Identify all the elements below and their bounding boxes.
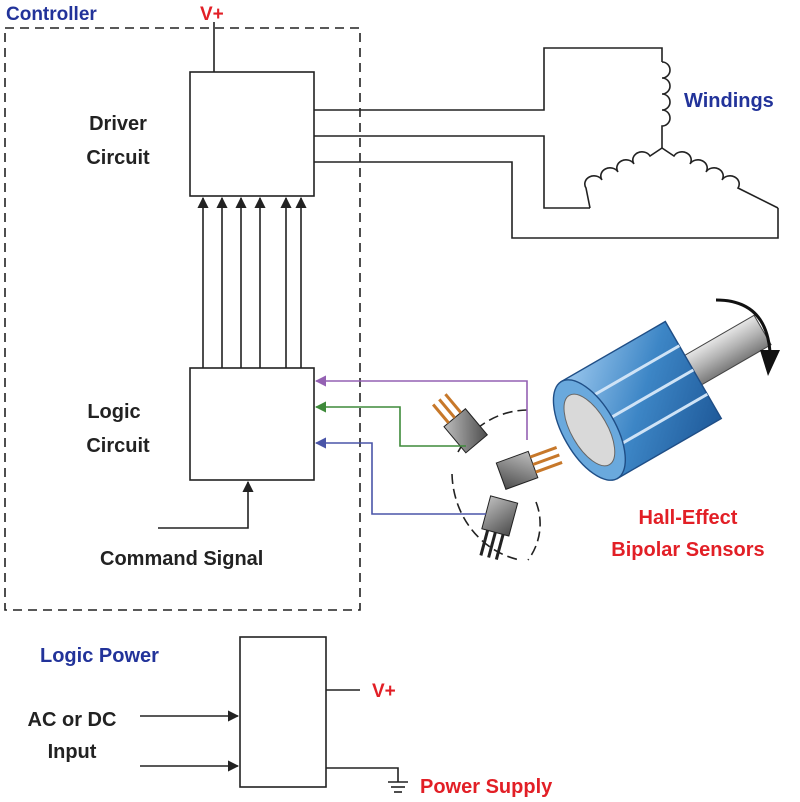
ground-symbol-icon	[388, 781, 408, 793]
windings-coils	[584, 61, 779, 209]
driver-circuit-box	[189, 71, 315, 197]
phase-wire-a	[314, 47, 663, 111]
controller-label: Controller	[6, 4, 97, 25]
logic-to-driver-arrows	[197, 196, 307, 368]
command-signal-label: Command Signal	[100, 548, 263, 570]
logic-circuit-box	[189, 367, 315, 481]
hall-effect-label-line1: Hall-Effect	[639, 507, 738, 529]
phase-wire-b	[314, 135, 590, 209]
rotation-arrow	[715, 298, 772, 353]
logic-circuit-label-line1: Logic	[87, 401, 140, 423]
hall-sensor-bottom	[479, 495, 519, 560]
driver-circuit-label-line1: Driver	[89, 113, 147, 135]
feedback-line-green	[314, 401, 466, 447]
controller-boundary	[4, 27, 361, 611]
winding-coil-right	[661, 147, 779, 209]
logic-circuit-label-line2: Circuit	[86, 435, 150, 457]
feedback-line-blue	[314, 437, 486, 515]
phase-wire-c	[314, 161, 779, 239]
motor-rotor	[552, 298, 780, 481]
ac-dc-input-label-line2: Input	[48, 741, 97, 763]
sensor-ring-arc-lower	[451, 473, 521, 561]
hall-sensor-middle	[495, 446, 563, 490]
power-supply-box	[239, 636, 327, 788]
supply-ground-lead	[326, 767, 399, 782]
logic-power-label: Logic Power	[40, 645, 159, 667]
hall-sensor-top	[432, 393, 488, 454]
rotation-arrow-head	[760, 350, 780, 376]
winding-coil-top	[661, 61, 671, 148]
power-supply-label: Power Supply	[420, 776, 553, 798]
windings-label: Windings	[684, 90, 774, 112]
feedback-line-purple	[314, 375, 528, 440]
driver-circuit-label-line2: Circuit	[86, 147, 150, 169]
hall-effect-label-line2: Bipolar Sensors	[611, 539, 764, 561]
command-signal-arrow	[158, 480, 254, 529]
phase-wires	[314, 47, 779, 239]
sensor-ring-arc-right	[527, 501, 541, 561]
v-plus-supply-label: V+	[372, 681, 396, 702]
winding-coil-left	[584, 147, 663, 209]
v-plus-top-label: V+	[200, 4, 224, 25]
ac-dc-input-label-line1: AC or DC	[28, 709, 117, 731]
